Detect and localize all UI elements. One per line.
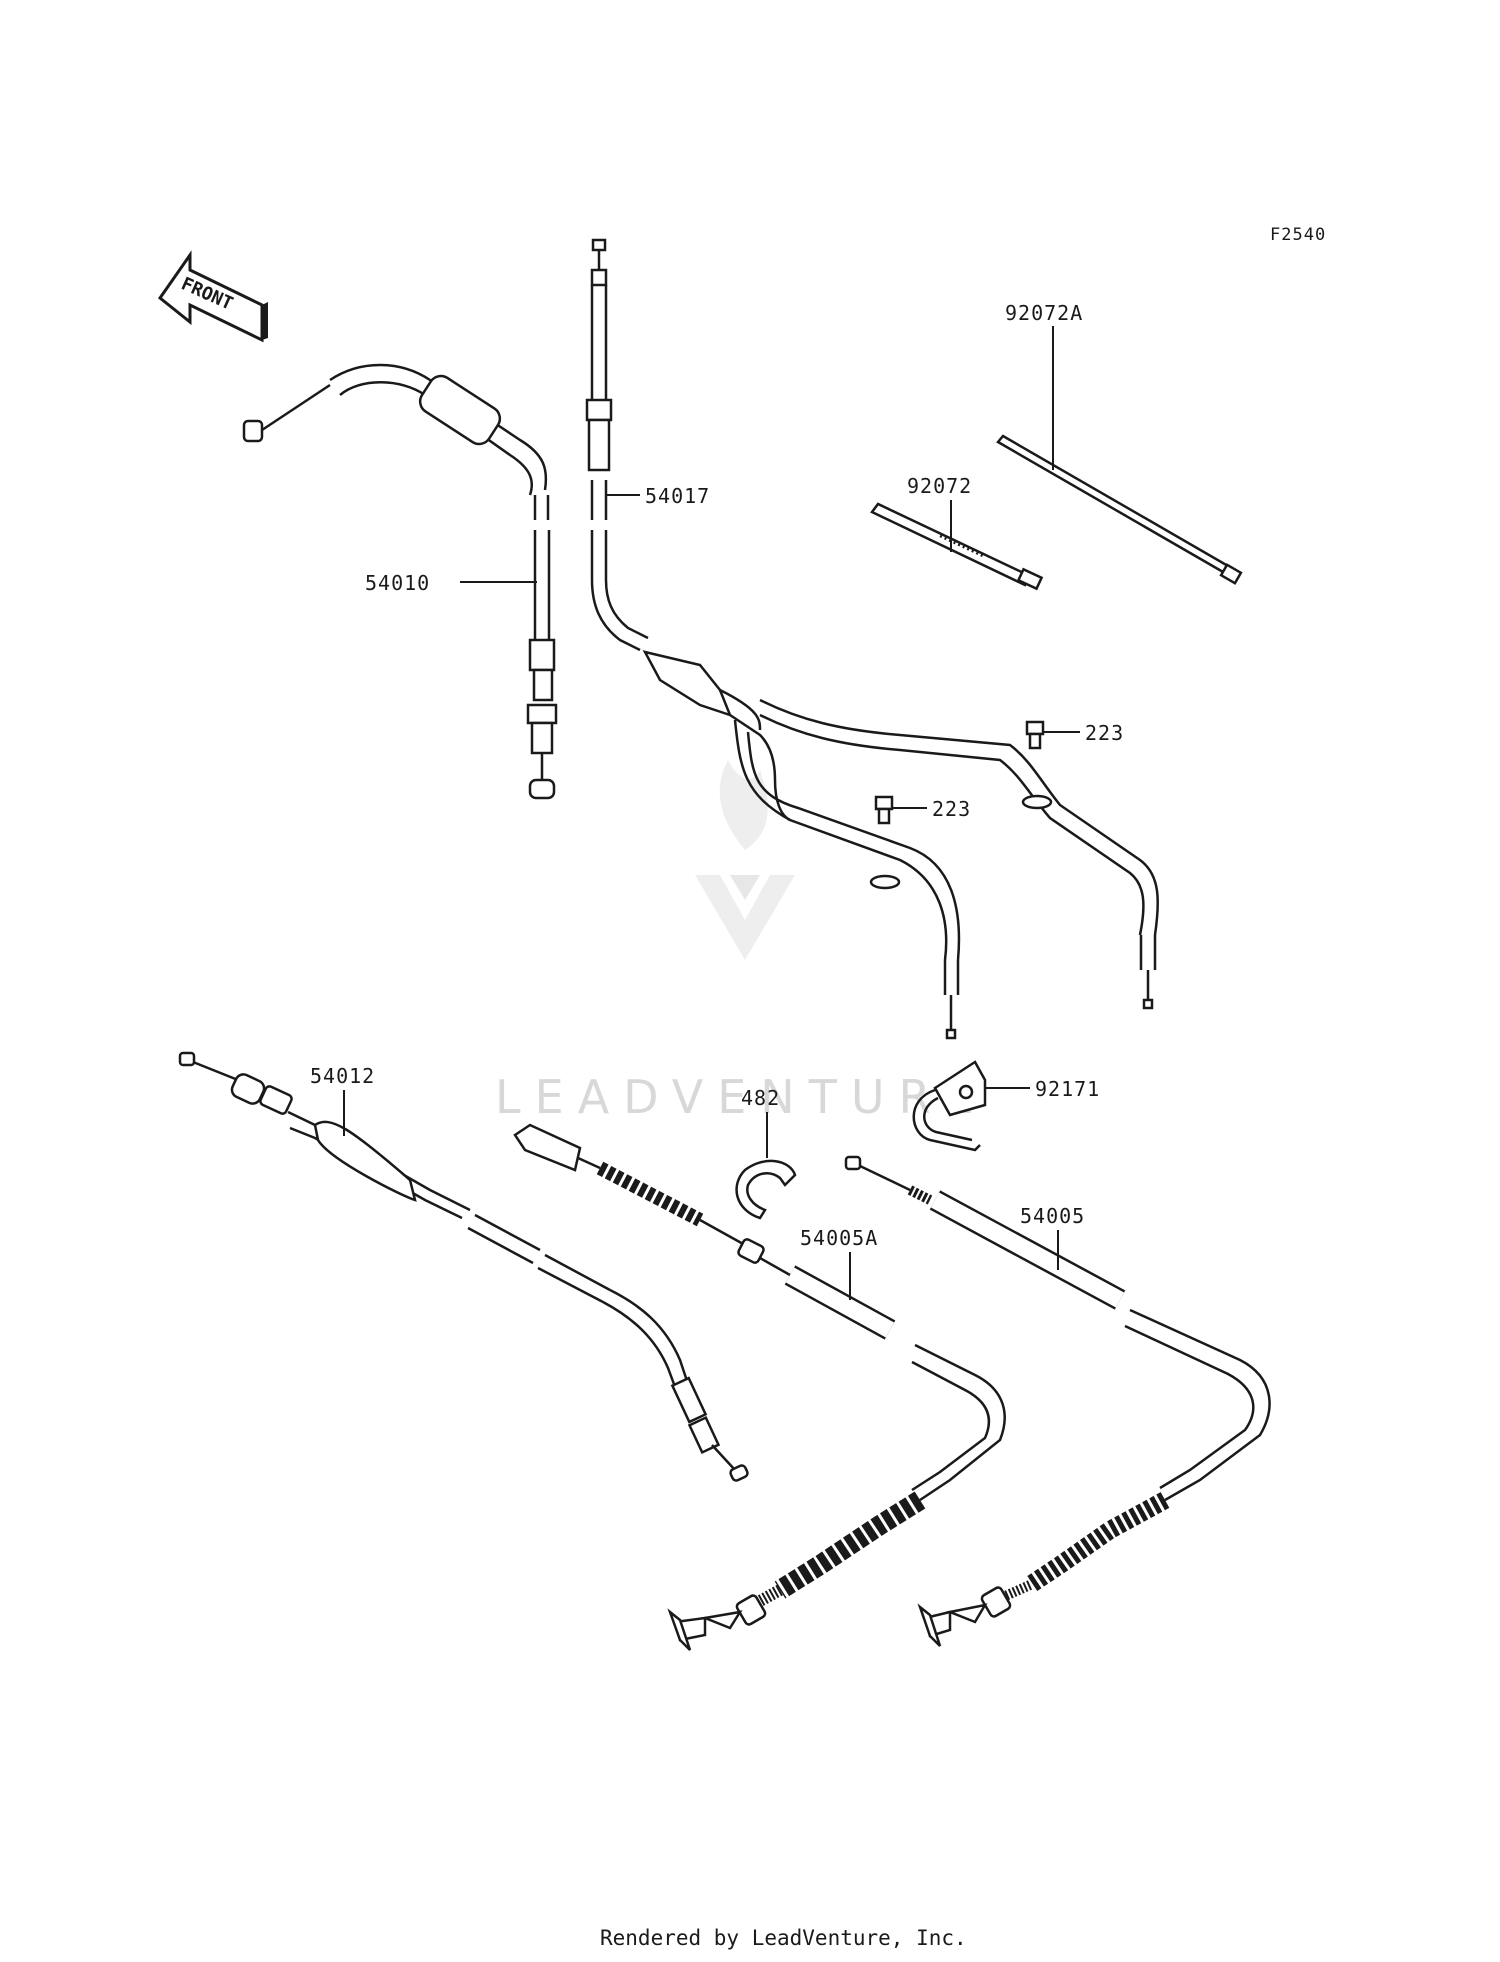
- bolt-223-a: [1025, 720, 1045, 750]
- callout-54010: 54010: [365, 571, 430, 595]
- callout-223-a: 223: [1085, 721, 1124, 745]
- cable-54010: [242, 363, 558, 800]
- footer-credit: Rendered by LeadVenture, Inc.: [600, 1926, 967, 1950]
- callout-54005: 54005: [1020, 1204, 1085, 1228]
- callout-54012: 54012: [310, 1064, 375, 1088]
- cable-54005: [844, 1155, 1271, 1647]
- callout-54017: 54017: [645, 484, 710, 508]
- callout-54005A: 54005A: [800, 1226, 878, 1250]
- watermark-text: LEADVENTURE: [495, 1070, 988, 1124]
- callout-223-b: 223: [932, 797, 971, 821]
- watermark-logo: [695, 760, 795, 960]
- diagram-code: F2540: [1270, 225, 1326, 245]
- cable-54012: [178, 1051, 749, 1482]
- callout-92171: 92171: [1035, 1077, 1100, 1101]
- cable-54017: [585, 238, 1159, 1040]
- front-arrow-icon: FRONT: [157, 250, 268, 343]
- bolt-223-b: [874, 795, 894, 825]
- clip-482: [735, 1159, 797, 1220]
- callout-482: 482: [741, 1086, 780, 1110]
- callout-92072A: 92072A: [1005, 301, 1083, 325]
- strap-92072: [870, 502, 1044, 591]
- cable-54005A: [513, 1123, 1006, 1651]
- callout-92072: 92072: [907, 474, 972, 498]
- strap-92072A: [996, 434, 1243, 585]
- bracket-92171: [912, 1060, 987, 1152]
